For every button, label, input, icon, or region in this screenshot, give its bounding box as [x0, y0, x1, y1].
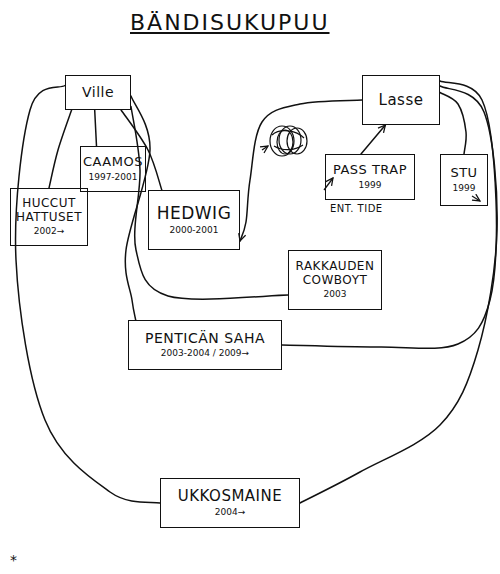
lineage-line	[95, 110, 97, 146]
band-name: PENTICÄN SAHA	[145, 331, 265, 346]
band-name: CAAMOS	[83, 155, 143, 169]
lineage-line	[282, 81, 496, 348]
band-box: Ville	[65, 75, 131, 110]
band-name: UKKOSMAINE	[178, 488, 283, 505]
scribble-arrow	[262, 146, 268, 150]
band-box: HEDWIG 2000-2001	[148, 190, 240, 250]
note-label: ENT. TIDE	[330, 203, 383, 214]
band-name: STU	[450, 166, 477, 180]
band-years: 1997-2001	[88, 172, 137, 183]
band-years: 1999	[359, 180, 382, 191]
band-box: UKKOSMAINE 2004→	[160, 478, 300, 528]
band-box: PENTICÄN SAHA 2003-2004 / 2009→	[128, 320, 282, 370]
note-label: *	[10, 552, 18, 568]
scribble-mark	[270, 126, 307, 156]
lineage-line	[440, 93, 466, 155]
band-years: 2004→	[215, 507, 245, 518]
band-years: 2002→	[34, 226, 64, 237]
band-years: 2003-2004 / 2009→	[161, 348, 249, 359]
band-box: RAKKAUDEN COWBOYT 2003	[288, 250, 382, 310]
stu-arrow	[472, 196, 480, 201]
diagram-title: BÄNDISUKUPUU	[130, 10, 330, 35]
band-name: Lasse	[379, 92, 424, 109]
band-box: HUCCUT HATTUSET 2002→	[10, 188, 88, 246]
band-years: 1999	[453, 183, 476, 194]
band-box: CAAMOS 1997-2001	[80, 146, 146, 192]
band-years: 2003	[324, 289, 347, 300]
lineage-line	[361, 125, 385, 154]
band-name: PASS TRAP	[333, 163, 407, 177]
lineage-line	[300, 86, 497, 503]
band-name: RAKKAUDEN COWBOYT	[292, 260, 378, 286]
lineage-line	[131, 107, 288, 300]
band-box: Lasse	[362, 75, 440, 125]
band-years: 2000-2001	[169, 225, 218, 236]
band-box: PASS TRAP 1999	[325, 154, 415, 200]
lineage-line	[49, 110, 72, 188]
band-name: HEDWIG	[157, 204, 232, 223]
band-name: Ville	[82, 85, 114, 100]
band-box: STU 1999	[440, 154, 488, 206]
band-name: HUCCUT HATTUSET	[14, 197, 84, 223]
